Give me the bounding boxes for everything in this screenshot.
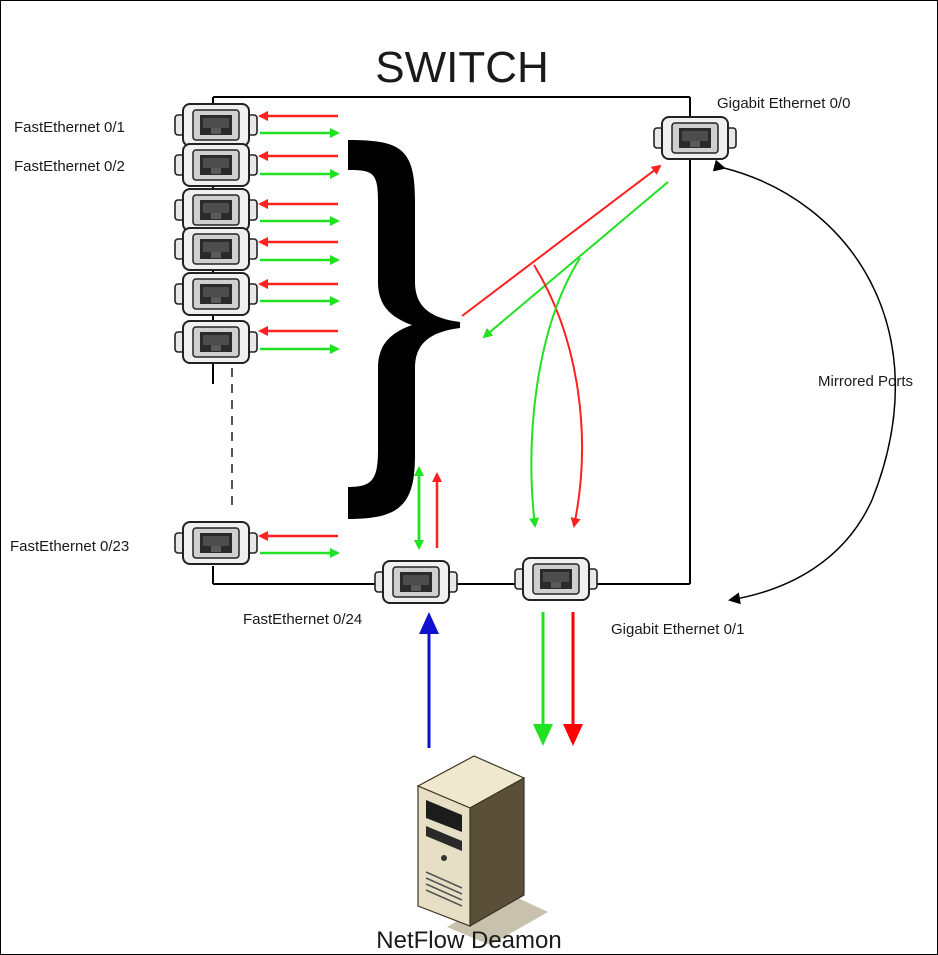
ethernet-port-icon — [174, 227, 258, 271]
ethernet-port-icon — [174, 521, 258, 565]
port-label-fa024: FastEthernet 0/24 — [243, 611, 362, 628]
diagram-title: SWITCH — [375, 43, 549, 92]
port-label-fa01: FastEthernet 0/1 — [14, 119, 125, 136]
uplink-traffic-arrows — [461, 164, 669, 528]
mirrored-ports-label: Mirrored Ports — [818, 373, 913, 390]
ethernet-port-icon — [374, 560, 458, 604]
server-label: NetFlow Deamon — [376, 927, 561, 954]
collector-arrows — [419, 612, 583, 748]
port-traffic-arrows — [258, 111, 340, 558]
port-label-gi01: Gigabit Ethernet 0/1 — [611, 621, 744, 638]
fa024-traffic-arrows — [414, 466, 442, 550]
curly-brace-icon — [348, 140, 460, 519]
ethernet-port-icon — [653, 116, 737, 160]
fastethernet-ports — [174, 103, 258, 565]
port-label-fa023: FastEthernet 0/23 — [10, 538, 129, 555]
mirrored-ports-arrow — [712, 159, 897, 605]
ethernet-port-icon — [174, 143, 258, 187]
ethernet-port-icon — [174, 320, 258, 364]
port-label-fa02: FastEthernet 0/2 — [14, 158, 125, 175]
ethernet-port-icon — [174, 272, 258, 316]
ethernet-port-icon — [514, 557, 598, 601]
switch-outline — [212, 96, 691, 585]
port-label-gi00: Gigabit Ethernet 0/0 — [717, 95, 850, 112]
server-icon — [416, 755, 548, 945]
ethernet-port-icon — [174, 188, 258, 232]
ethernet-port-icon — [174, 103, 258, 147]
